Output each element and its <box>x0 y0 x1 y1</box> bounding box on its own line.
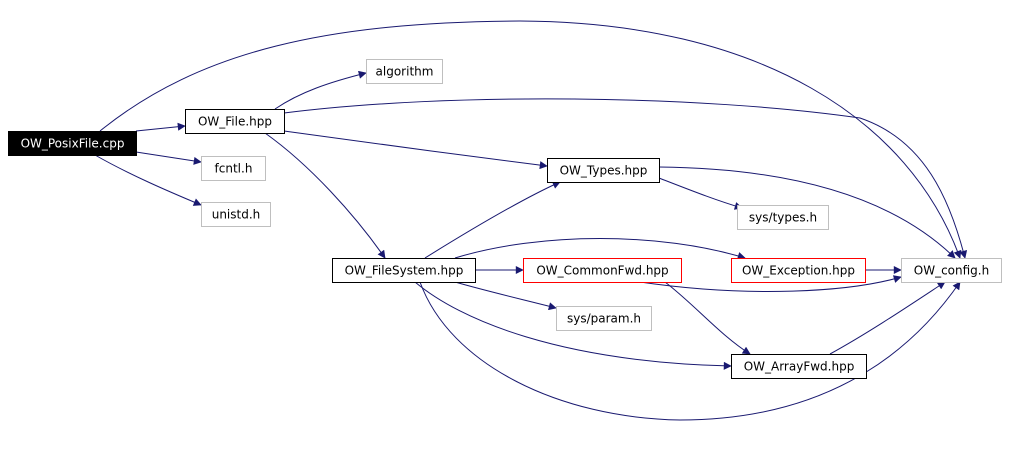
node-config[interactable]: OW_config.h <box>901 258 1002 283</box>
node-box-commonfwd <box>523 258 682 283</box>
edge-filesystem-to-types <box>424 181 561 259</box>
edge-commonfwd-to-config <box>639 275 902 292</box>
node-box-config <box>901 258 1002 283</box>
edge-types-to-config <box>658 166 956 259</box>
node-box-types <box>547 158 660 183</box>
edge-posixfile-to-config <box>99 20 962 259</box>
node-label-file: OW_File.hpp <box>198 115 272 129</box>
node-box-posixfile <box>8 131 137 156</box>
node-label-algorithm: algorithm <box>376 65 434 79</box>
node-filesystem[interactable]: OW_FileSystem.hpp <box>332 258 476 283</box>
node-file[interactable]: OW_File.hpp <box>185 109 285 134</box>
node-systypes[interactable]: sys/types.h <box>737 205 829 230</box>
edge-file-to-filesystem <box>264 132 386 259</box>
node-types[interactable]: OW_Types.hpp <box>547 158 660 183</box>
node-label-filesystem: OW_FileSystem.hpp <box>345 264 464 278</box>
edge-filesystem-to-sysparam <box>454 281 557 311</box>
node-box-systypes <box>737 205 829 230</box>
edge-posixfile-to-fcntl <box>135 151 202 165</box>
node-box-fcntl <box>201 156 266 181</box>
edge-posixfile-to-unistd <box>94 154 202 206</box>
node-box-filesystem <box>332 258 476 283</box>
edge-arrayfwd-to-config <box>829 281 946 355</box>
node-box-arrayfwd <box>731 354 867 379</box>
node-label-posixfile: OW_PosixFile.cpp <box>21 137 125 151</box>
node-exception[interactable]: OW_Exception.hpp <box>731 258 866 283</box>
node-box-file <box>185 109 285 134</box>
edge-filesystem-to-config <box>419 281 961 421</box>
node-commonfwd[interactable]: OW_CommonFwd.hpp <box>523 258 682 283</box>
node-box-algorithm <box>366 59 443 84</box>
nodes-layer: OW_PosixFile.cpp OW_File.hpp algorithm fcnt… <box>8 59 1002 379</box>
edge-file-to-config <box>283 98 968 259</box>
node-posixfile[interactable]: OW_PosixFile.cpp <box>8 131 137 156</box>
node-unistd[interactable]: unistd.h <box>201 202 271 227</box>
edge-filesystem-to-arrayfwd <box>414 281 732 370</box>
node-box-unistd <box>201 202 271 227</box>
node-label-fcntl: fcntl.h <box>215 162 253 176</box>
edge-types-to-systypes <box>658 177 743 210</box>
node-sysparam[interactable]: sys/param.h <box>556 306 652 331</box>
edge-posixfile-to-file <box>135 122 186 132</box>
node-label-arrayfwd: OW_ArrayFwd.hpp <box>744 360 855 374</box>
node-label-commonfwd: OW_CommonFwd.hpp <box>536 264 668 278</box>
node-box-exception <box>731 258 866 283</box>
node-box-sysparam <box>556 306 652 331</box>
node-label-types: OW_Types.hpp <box>560 164 648 178</box>
node-arrayfwd[interactable]: OW_ArrayFwd.hpp <box>731 354 867 379</box>
edges-layer <box>94 20 968 421</box>
node-label-exception: OW_Exception.hpp <box>742 264 855 278</box>
edge-file-to-algorithm <box>274 70 367 110</box>
node-label-config: OW_config.h <box>914 264 989 278</box>
edge-commonfwd-to-arrayfwd <box>664 281 751 355</box>
node-label-systypes: sys/types.h <box>749 211 817 225</box>
node-label-unistd: unistd.h <box>212 208 261 222</box>
node-algorithm[interactable]: algorithm <box>366 59 443 84</box>
edge-file-to-types <box>283 130 548 170</box>
node-label-sysparam: sys/param.h <box>567 312 641 326</box>
node-fcntl[interactable]: fcntl.h <box>201 156 266 181</box>
edge-filesystem-to-exception <box>454 238 746 260</box>
